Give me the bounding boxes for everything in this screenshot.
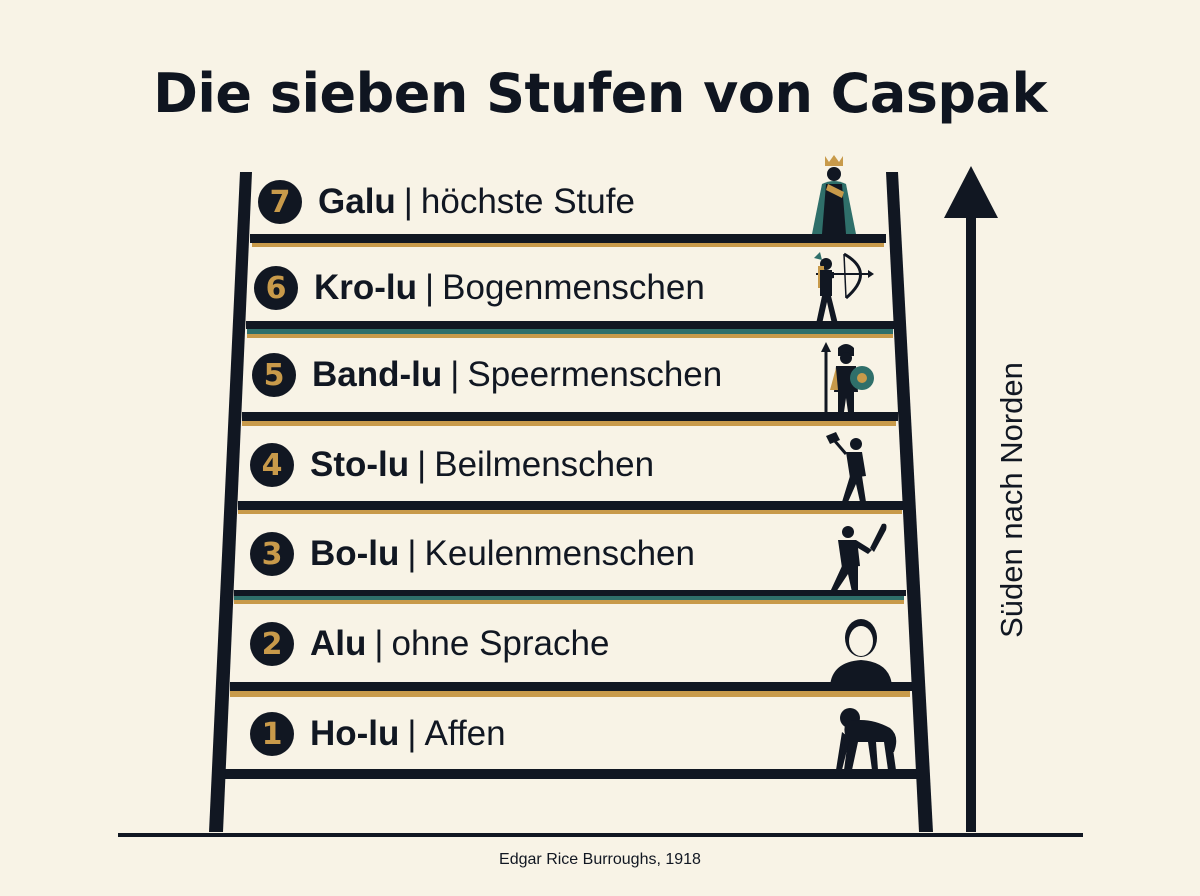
step-number-badge: 2 bbox=[250, 622, 294, 666]
step-description: Bogenmenschen bbox=[442, 268, 705, 307]
rung bbox=[246, 321, 894, 329]
step-name: Ho-lu bbox=[310, 714, 400, 753]
archer-icon bbox=[814, 252, 874, 324]
step-separator: | bbox=[403, 182, 413, 221]
step-separator: | bbox=[407, 714, 417, 753]
step-description: höchste Stufe bbox=[420, 182, 635, 221]
rung-accent bbox=[242, 420, 896, 426]
rung bbox=[224, 769, 918, 779]
rung bbox=[234, 590, 906, 596]
step-4: 4 Sto-lu|Beilmenschen bbox=[250, 435, 654, 495]
king-icon bbox=[812, 155, 856, 234]
step-name: Bo-lu bbox=[310, 534, 400, 573]
rung-accent bbox=[230, 690, 910, 697]
footer-credit: Edgar Rice Burroughs, 1918 bbox=[499, 851, 701, 868]
ladder-rail-left bbox=[209, 172, 252, 832]
ape-icon bbox=[836, 708, 897, 770]
step-number-badge: 1 bbox=[250, 712, 294, 756]
ladder-rungs bbox=[224, 234, 918, 779]
step-name: Galu bbox=[318, 182, 396, 221]
step-name: Band-lu bbox=[312, 355, 443, 394]
rung-accent bbox=[247, 326, 893, 336]
rung-accent bbox=[247, 334, 893, 338]
direction-label: Süden nach Norden bbox=[994, 362, 1029, 638]
direction-arrow-head bbox=[944, 166, 998, 218]
rung-accent bbox=[234, 600, 904, 604]
step-3: 3 Bo-lu|Keulenmenschen bbox=[250, 524, 695, 584]
rung-accent bbox=[234, 593, 904, 602]
spearman-icon bbox=[821, 342, 874, 412]
step-separator: | bbox=[425, 268, 435, 307]
rung-accent bbox=[238, 509, 902, 514]
rung-accent bbox=[252, 241, 884, 247]
page-title: Die sieben Stufen von Caspak bbox=[153, 62, 1047, 125]
rung bbox=[230, 682, 912, 691]
axeman-icon bbox=[826, 432, 866, 502]
step-separator: | bbox=[450, 355, 460, 394]
ladder-rail-right bbox=[886, 172, 933, 832]
step-description: Speermenschen bbox=[467, 355, 723, 394]
step-description: Beilmenschen bbox=[434, 445, 655, 484]
step-number-badge: 7 bbox=[258, 180, 302, 224]
clubman-icon bbox=[830, 523, 887, 592]
step-name: Alu bbox=[310, 624, 367, 663]
person-bust-icon bbox=[830, 619, 892, 686]
step-text: Bo-lu|Keulenmenschen bbox=[310, 534, 695, 574]
rung bbox=[238, 501, 904, 510]
rung bbox=[250, 234, 886, 243]
step-description: Keulenmenschen bbox=[424, 534, 695, 573]
step-text: Kro-lu|Bogenmenschen bbox=[314, 268, 705, 308]
step-number-badge: 5 bbox=[252, 353, 296, 397]
step-text: Sto-lu|Beilmenschen bbox=[310, 445, 654, 485]
step-name: Kro-lu bbox=[314, 268, 418, 307]
step-1: 1 Ho-lu|Affen bbox=[250, 704, 506, 764]
step-separator: | bbox=[374, 624, 384, 663]
step-5: 5 Band-lu|Speermenschen bbox=[252, 345, 722, 405]
step-description: Affen bbox=[424, 714, 506, 753]
step-text: Band-lu|Speermenschen bbox=[312, 355, 722, 395]
step-description: ohne Sprache bbox=[391, 624, 610, 663]
step-separator: | bbox=[407, 534, 417, 573]
step-2: 2 Alu|ohne Sprache bbox=[250, 614, 609, 674]
rung bbox=[242, 412, 898, 421]
step-7: 7 Galu|höchste Stufe bbox=[258, 172, 635, 232]
step-number-badge: 6 bbox=[254, 266, 298, 310]
step-number-badge: 3 bbox=[250, 532, 294, 576]
step-name: Sto-lu bbox=[310, 445, 410, 484]
step-text: Alu|ohne Sprache bbox=[310, 624, 609, 664]
step-text: Galu|höchste Stufe bbox=[318, 182, 635, 222]
step-6: 6 Kro-lu|Bogenmenschen bbox=[254, 258, 705, 318]
step-separator: | bbox=[417, 445, 427, 484]
step-text: Ho-lu|Affen bbox=[310, 714, 506, 754]
step-number-badge: 4 bbox=[250, 443, 294, 487]
